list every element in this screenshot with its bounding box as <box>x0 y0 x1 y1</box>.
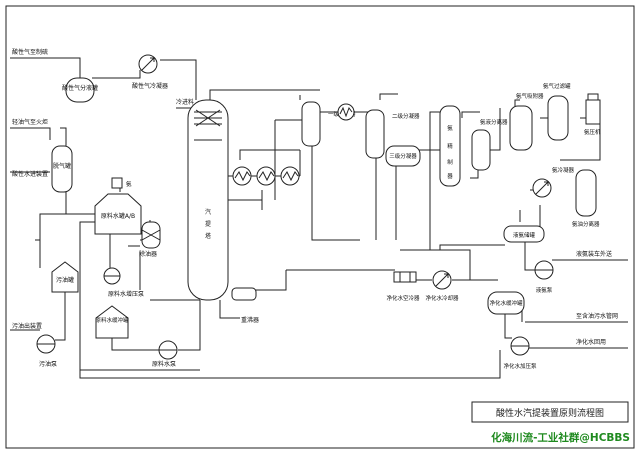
purified-water-cooler <box>432 270 452 290</box>
oil-tank-label: 污油罐 <box>56 276 74 284</box>
refiner-label-4: 器 <box>447 173 453 180</box>
cold-feed-label: 冷进料 <box>176 98 194 106</box>
purified-air-cooler <box>393 271 417 283</box>
feed-buffer-tank <box>95 305 129 339</box>
title-block <box>471 401 629 423</box>
raw-water-pump <box>158 340 178 360</box>
compressor-label: 氨压机 <box>584 128 601 136</box>
pipelines <box>10 57 628 379</box>
feed-pump <box>103 267 121 285</box>
purified-pump <box>510 336 530 356</box>
liquid-ammonia-pump <box>534 260 554 280</box>
ammonia-vent <box>111 177 123 189</box>
deoiler <box>141 221 161 249</box>
stream-liquid-ammonia: 液氨装车外送 <box>576 250 612 258</box>
acid-gas-cooler-label: 酸性气冷凝器 <box>132 82 168 90</box>
refiner-label-3: 制 <box>447 158 453 166</box>
deoiler-label: 除油器 <box>139 250 157 258</box>
ammonia-refiner <box>439 105 461 187</box>
sep1-cooler <box>337 103 355 121</box>
oil-pump-label: 污油泵 <box>39 360 57 368</box>
liquid-ammonia-tank-label: 液氨储罐 <box>513 231 536 239</box>
oil-pump <box>36 334 56 354</box>
sep2-label: 二级分凝器 <box>392 112 420 120</box>
ammonia-filter-label: 氨气过滤罐 <box>543 82 571 90</box>
stream-acid-gas: 酸性气至制硫 <box>12 48 48 56</box>
acid-gas-ko-drum <box>65 77 95 103</box>
stripper-label-2: 提 <box>205 220 211 228</box>
stream-oil-out: 污油出装置 <box>12 322 42 330</box>
watermark: 化海川流-工业社群@HCBBS <box>491 431 630 444</box>
purified-buffer-tank <box>487 291 525 315</box>
feed-buffer-label: 原料水缓冲罐 <box>95 316 129 324</box>
reboiler-label: 重沸器 <box>241 316 259 324</box>
feed-pump-label: 原料水增压泵 <box>108 290 144 298</box>
raw-water-pump-label: 原料水泵 <box>152 360 176 368</box>
ammonia-ko <box>471 129 491 171</box>
stripper-label-1: 汽 <box>205 208 211 216</box>
heat-exchanger-2 <box>256 166 276 186</box>
diagram-border <box>5 5 635 449</box>
oil-tank <box>51 261 79 293</box>
refiner-label-1: 氨 <box>447 124 453 132</box>
sep1-drum <box>301 101 321 147</box>
ammonia-absorber <box>509 105 533 151</box>
stream-sewage: 至含油污水管网 <box>576 312 618 320</box>
ammonia-label: 氨 <box>126 180 132 188</box>
ammonia-compressor <box>585 93 601 125</box>
ammonia-condenser <box>532 178 552 198</box>
degas-tank-label: 脱气罐 <box>53 162 71 170</box>
refiner-label-2: 精 <box>447 142 453 150</box>
purified-air-cooler-label: 净化水空冷器 <box>386 294 420 302</box>
heat-exchanger-3 <box>280 166 300 186</box>
feed-tank-label: 原料水罐A/B <box>101 212 135 220</box>
ammonia-ko-label: 氨液分离器 <box>480 118 508 126</box>
purified-buffer-label: 净化水缓冲罐 <box>489 299 523 307</box>
stream-purified-reuse: 净化水回用 <box>576 338 606 346</box>
sep2-drum <box>365 109 385 159</box>
feed-tank-ab <box>94 193 142 235</box>
stripper-label-3: 塔 <box>205 232 211 240</box>
liquid-ammonia-pump-label: 液氨泵 <box>536 286 553 294</box>
sep3-drum <box>385 145 421 167</box>
ammonia-condenser-label: 氨冷凝器 <box>552 166 575 174</box>
purified-water-cooler-label: 净化水冷却器 <box>425 294 459 302</box>
stripper-column <box>187 99 229 301</box>
reboiler <box>231 287 257 301</box>
ammonia-ko2-label: 氨油分离器 <box>572 220 600 228</box>
acid-gas-ko-label: 酸性气分液罐 <box>62 84 98 92</box>
stream-light-oil: 轻油气至火炬 <box>12 118 48 126</box>
ammonia-filter <box>547 95 569 141</box>
stream-acid-water: 酸性水进装置 <box>12 170 48 178</box>
acid-gas-cooler <box>138 54 158 74</box>
diagram-title: 酸性水汽提装置原则流程图 <box>496 407 604 419</box>
liquid-ammonia-tank <box>503 225 545 243</box>
purified-pump-label: 净化水加压泵 <box>503 362 537 370</box>
ammonia-oil-separator <box>575 169 597 217</box>
ammonia-absorber-label: 氨气吸附器 <box>516 92 544 100</box>
heat-exchanger-1 <box>232 166 252 186</box>
sep3-label: 三级分凝器 <box>389 152 417 160</box>
degas-tank <box>51 145 73 193</box>
